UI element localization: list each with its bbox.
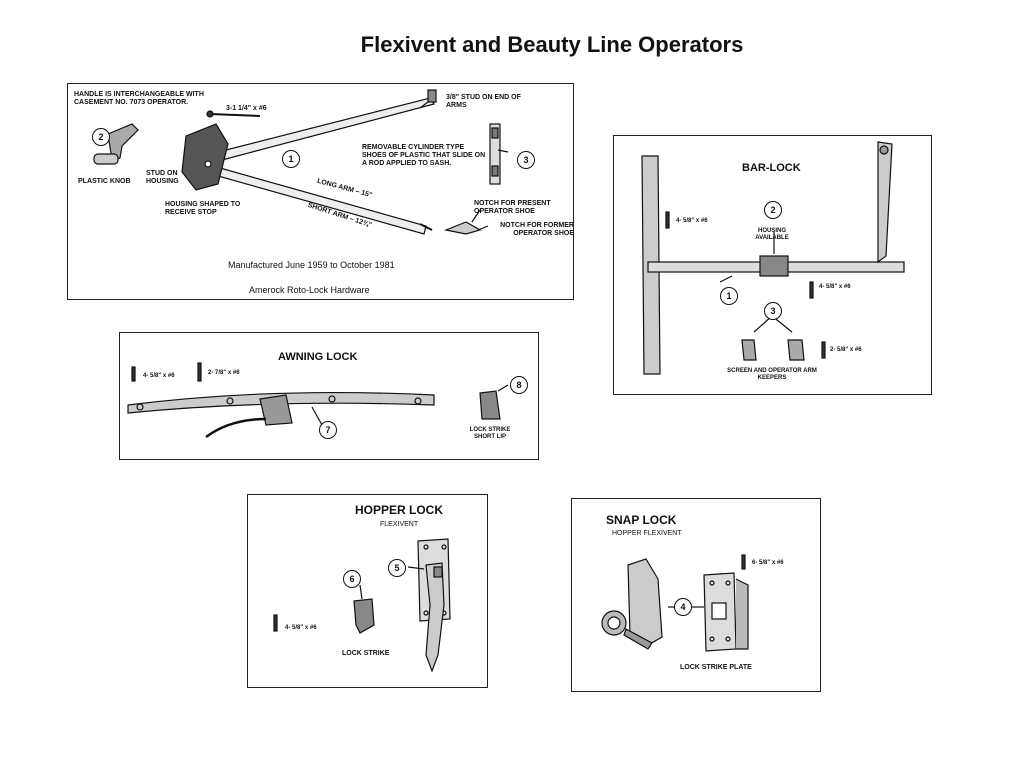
snap-lock-drawing [601,554,749,652]
hopper-screw-label: 4- 5/8" x #6 [285,625,317,631]
snap-lock-panel: SNAP LOCK HOPPER FLEXIVENT 6- 5/8" x #6 … [571,498,821,692]
handle-note: HANDLE IS INTERCHANGEABLE WITH CASEMENT … [74,91,204,106]
hopper-lock-drawing [273,538,451,673]
bar-lock-callout-2: 2 [764,201,782,219]
bar-lock-screw-left: 4- 5/8" x #6 [676,218,708,224]
snap-lock-title: SNAP LOCK [606,513,677,527]
keepers-label: SCREEN AND OPERATOR ARM KEEPERS [727,368,817,381]
awning-screw-b: 2- 7/8" x #6 [208,370,240,376]
bar-lock-callout-3: 3 [764,302,782,320]
snap-callout-4: 4 [674,598,692,616]
operator-panel: HANDLE IS INTERCHANGEABLE WITH CASEMENT … [67,83,574,300]
operator-drawing [93,89,509,235]
hopper-lock-panel: HOPPER LOCK FLEXIVENT 4- 5/8" x #6 LOCK … [247,494,488,688]
callout-2: 2 [92,128,110,146]
plastic-knob-label: PLASTIC KNOB [78,178,131,185]
bar-lock-callout-1: 1 [720,287,738,305]
awning-callout-7: 7 [319,421,337,439]
awning-lock-drawing [127,362,509,439]
awning-lock-title: AWNING LOCK [278,351,358,363]
housing-shaped-label: HOUSING SHAPED TO RECEIVE STOP [165,201,241,216]
screw-label: 3-1 1/4" x #6 [226,105,267,112]
awning-callout-8: 8 [510,376,528,394]
bar-lock-panel: BAR-LOCK 4- 5/8" x #6 HOUSING AVAILABLE … [613,135,932,395]
hopper-callout-5: 5 [388,559,406,577]
bar-lock-drawing [641,141,905,375]
page-title: Flexivent and Beauty Line Operators [360,32,744,57]
hopper-lock-subtitle: FLEXIVENT [380,521,419,528]
notch-present-label: NOTCH FOR PRESENT OPERATOR SHOE [474,200,551,215]
hopper-lock-title: HOPPER LOCK [355,503,444,517]
bar-lock-screw-bottom: 2- 5/8" x #6 [830,347,862,353]
lock-strike-plate-label: LOCK STRIKE PLATE [680,664,752,671]
stud-arms-label: 3/8" STUD ON END OF ARMS [446,94,521,109]
hopper-callout-6: 6 [343,570,361,588]
bar-lock-screw-right: 4- 5/8" x #6 [819,284,851,290]
lock-strike-short-lip-label: LOCK STRIKE SHORT LIP [469,427,511,440]
manufactured-label: Manufactured June 1959 to October 1981 [228,260,395,270]
snap-lock-subtitle: HOPPER FLEXIVENT [612,530,682,537]
bar-lock-title: BAR-LOCK [742,162,801,174]
housing-available-label: HOUSING AVAILABLE [755,228,789,241]
callout-1: 1 [282,150,300,168]
hopper-lock-strike-label: LOCK STRIKE [342,650,390,657]
awning-lock-panel: AWNING LOCK 4- 5/8" x #6 2- 7/8" x #6 LO… [119,332,539,460]
snap-screw-label: 6- 5/8" x #6 [752,560,784,566]
stud-housing-label: STUD ON HOUSING [146,170,179,185]
hardware-label: Amerock Roto-Lock Hardware [249,285,370,295]
callout-3: 3 [517,151,535,169]
notch-former-label: NOTCH FOR FORMER OPERATOR SHOE [500,222,574,237]
awning-screw-a: 4- 5/8" x #6 [143,373,175,379]
cylinder-note: REMOVABLE CYLINDER TYPE SHOES OF PLASTIC… [362,144,486,167]
